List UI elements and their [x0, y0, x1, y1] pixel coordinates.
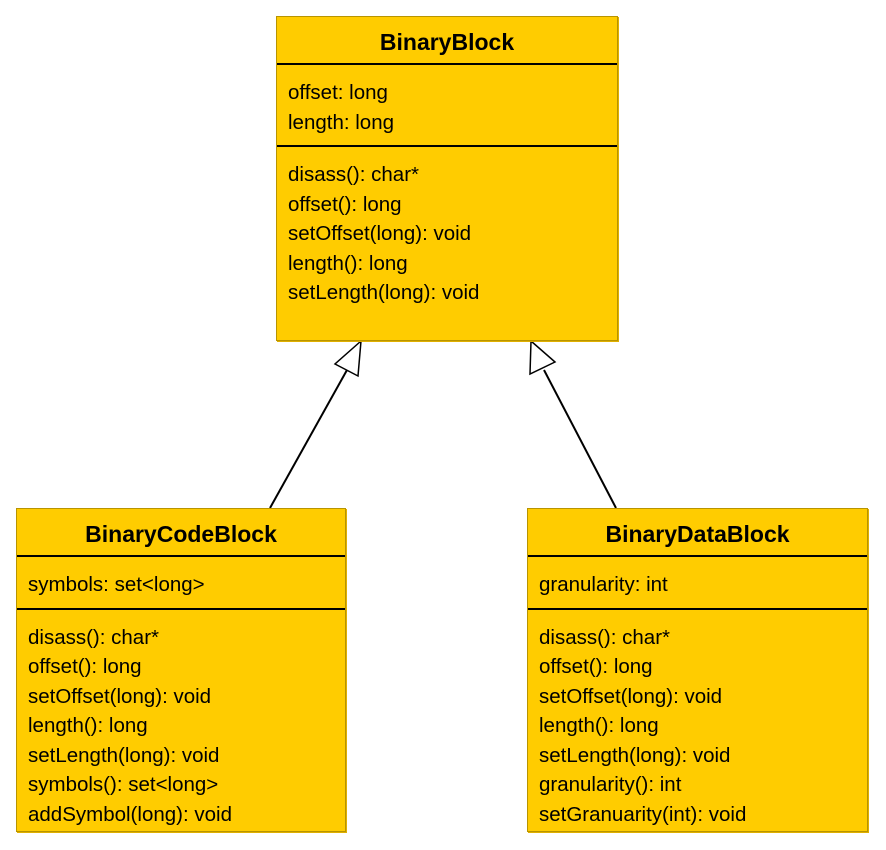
inheritance-arrowhead-code	[333, 339, 362, 378]
class-binary-code-block[interactable]: BinaryCodeBlock symbols: set<long> disas…	[16, 508, 346, 832]
class-name: BinaryCodeBlock	[17, 509, 345, 557]
class-binary-block[interactable]: BinaryBlock offset: long length: long di…	[276, 16, 618, 341]
method: offset(): long	[28, 655, 142, 678]
method: offset(): long	[288, 192, 402, 216]
method: length(): long	[288, 251, 408, 275]
method: setOffset(long): void	[539, 684, 723, 708]
attribute-list: granularity: int	[528, 557, 867, 610]
method: disass(): char*	[28, 625, 160, 649]
method: addSymbol(long): void	[28, 802, 232, 826]
method: length(): long	[539, 714, 659, 737]
inheritance-line-code	[269, 369, 348, 509]
method-list: disass(): char* offset(): long setOffset…	[17, 610, 345, 838]
method: setGranuarity(int): void	[539, 802, 747, 826]
method: disass(): char*	[288, 163, 420, 186]
class-name: BinaryDataBlock	[528, 509, 867, 557]
attribute: granularity: int	[539, 573, 668, 596]
attribute: offset: long	[288, 81, 388, 104]
class-name: BinaryBlock	[277, 17, 617, 65]
inheritance-data-to-base	[529, 339, 617, 509]
attribute-list: offset: long length: long	[277, 65, 617, 147]
method: setOffset(long): void	[288, 222, 472, 245]
method: setOffset(long): void	[28, 684, 212, 708]
method: setLength(long): void	[539, 743, 731, 767]
inheritance-arrowhead-data	[529, 339, 557, 376]
method-list: disass(): char* offset(): long setOffset…	[277, 147, 617, 316]
method: setLength(long): void	[288, 281, 480, 304]
attribute: length: long	[288, 110, 395, 134]
method: disass(): char*	[539, 625, 671, 649]
method: offset(): long	[539, 655, 653, 678]
method: granularity(): int	[539, 773, 682, 796]
inheritance-code-to-base	[269, 339, 362, 509]
method: length(): long	[28, 714, 148, 737]
method-list: disass(): char* offset(): long setOffset…	[528, 610, 867, 838]
method: symbols(): set<long>	[28, 773, 219, 796]
class-binary-data-block[interactable]: BinaryDataBlock granularity: int disass(…	[527, 508, 868, 832]
attribute-list: symbols: set<long>	[17, 557, 345, 610]
inheritance-line-data	[543, 369, 617, 509]
method: setLength(long): void	[28, 743, 220, 767]
attribute: symbols: set<long>	[28, 573, 205, 596]
